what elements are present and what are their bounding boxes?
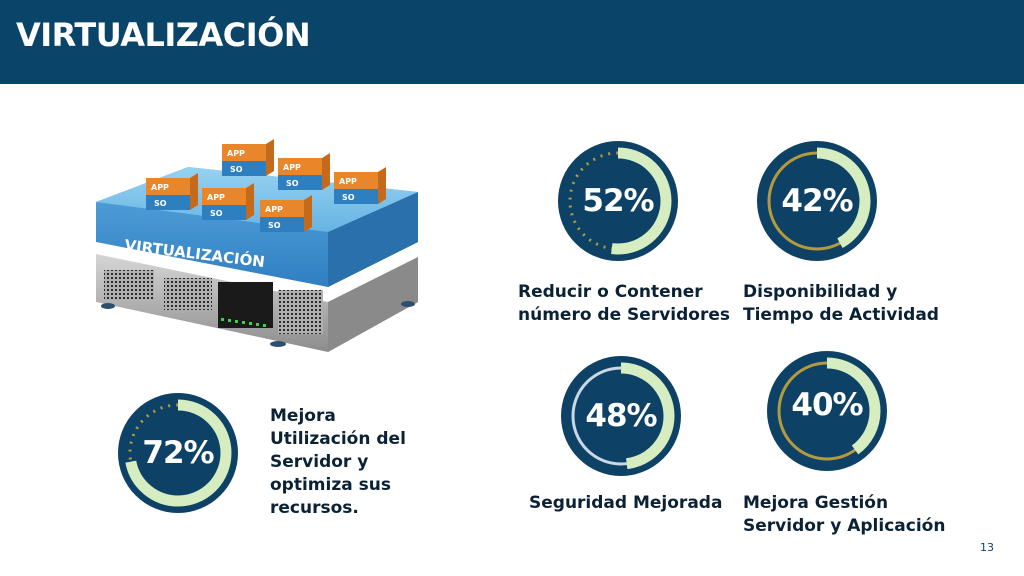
stat-label-management: Mejora Gestión Servidor y Aplicación bbox=[743, 493, 946, 536]
percent-value: 48% bbox=[585, 398, 657, 434]
vent-grille bbox=[164, 278, 212, 310]
ring-chart bbox=[767, 351, 887, 471]
svg-text:SO: SO bbox=[268, 221, 281, 230]
vent-grille bbox=[278, 290, 323, 334]
stat-circle-utilization: 72% bbox=[117, 392, 239, 514]
ring-chart bbox=[757, 141, 877, 261]
svg-text:SO: SO bbox=[342, 193, 355, 202]
stat-circle-management: 40% bbox=[766, 350, 888, 472]
ring-progress bbox=[124, 399, 232, 507]
svg-text:APP: APP bbox=[151, 183, 169, 192]
header-bar: VIRTUALIZACIÓN bbox=[0, 0, 1024, 84]
app-boxes: APP SO APP SO APP SO APP SO APP SO APP SO bbox=[146, 139, 386, 232]
svg-text:APP: APP bbox=[227, 149, 245, 158]
svg-text:SO: SO bbox=[154, 199, 167, 208]
stat-label-security: Seguridad Mejorada bbox=[529, 493, 723, 513]
svg-text:SO: SO bbox=[230, 165, 243, 174]
percent-value: 52% bbox=[582, 183, 654, 219]
svg-text:APP: APP bbox=[283, 163, 301, 172]
ring-progress bbox=[567, 362, 675, 470]
ring-progress bbox=[763, 147, 871, 255]
svg-text:APP: APP bbox=[207, 193, 225, 202]
stat-label-utilization: Mejora Utilización del Servidor y optimi… bbox=[270, 406, 406, 518]
page-number: 13 bbox=[980, 541, 994, 554]
svg-text:APP: APP bbox=[265, 205, 283, 214]
stat-circle-availability: 42% bbox=[756, 140, 878, 262]
percent-value: 40% bbox=[791, 387, 863, 423]
ring-chart bbox=[558, 141, 678, 261]
ring-progress bbox=[564, 147, 672, 255]
svg-text:SO: SO bbox=[286, 179, 299, 188]
ring-progress bbox=[773, 357, 881, 465]
percent-value: 42% bbox=[781, 183, 853, 219]
svg-text:SO: SO bbox=[210, 209, 223, 218]
page-title: VIRTUALIZACIÓN bbox=[16, 16, 311, 54]
stat-label-availability: Disponibilidad y Tiempo de Actividad bbox=[743, 282, 939, 325]
svg-text:APP: APP bbox=[339, 177, 357, 186]
stat-label-servers: Reducir o Contener número de Servidores bbox=[518, 282, 730, 325]
percent-value: 72% bbox=[142, 435, 214, 471]
vent-grille bbox=[104, 270, 154, 300]
drive-bays bbox=[218, 282, 273, 328]
ring-chart bbox=[118, 393, 238, 513]
ring-chart bbox=[561, 356, 681, 476]
stat-circle-security: 48% bbox=[560, 355, 682, 477]
stat-circle-servers: 52% bbox=[557, 140, 679, 262]
